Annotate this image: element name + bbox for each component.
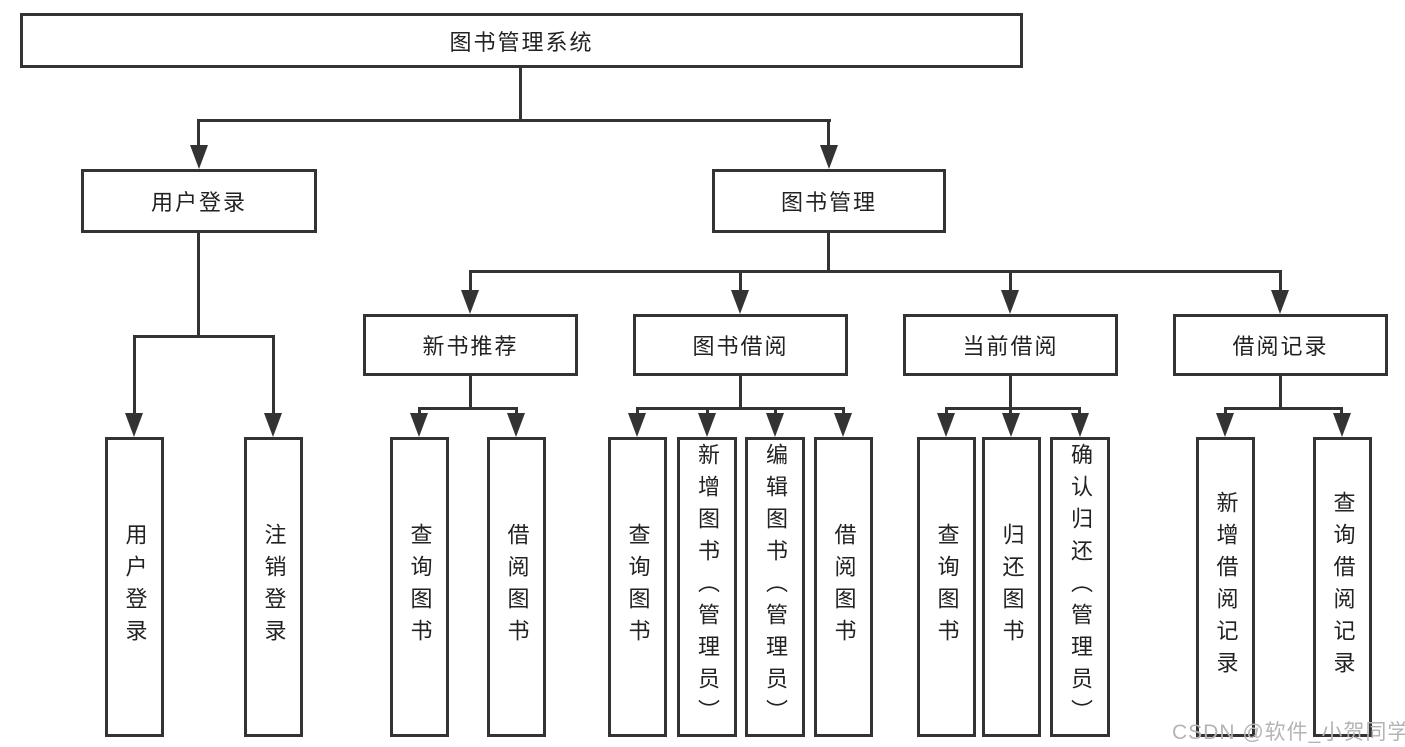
connector-vline <box>1224 407 1227 415</box>
arrow-down-icon <box>698 413 716 437</box>
connector-hline <box>636 407 844 410</box>
leaf-label: 用户登录 <box>122 523 148 651</box>
leaf-user-login: 用户登录 <box>105 437 164 737</box>
connector-vline <box>1279 270 1282 292</box>
node-library-management-system: 图书管理系统 <box>20 13 1023 68</box>
node-book-borrowing: 图书借阅 <box>633 314 848 376</box>
arrow-down-icon <box>1001 290 1019 314</box>
arrow-down-icon <box>1271 290 1289 314</box>
leaf-logout: 注销登录 <box>244 437 303 737</box>
connector-vline <box>827 233 830 272</box>
node-new-book-recommendation: 新书推荐 <box>363 314 578 376</box>
connector-vline <box>133 335 136 415</box>
arrow-down-icon <box>937 413 955 437</box>
connector-vline <box>842 407 845 415</box>
connector-vline <box>774 407 777 415</box>
leaf-add-borrow-record: 新增借阅记录 <box>1196 437 1255 737</box>
leaf-label: 新增图书（管理员） <box>695 443 720 731</box>
arrow-down-icon <box>190 145 208 169</box>
connector-vline <box>519 68 522 121</box>
connector-vline <box>1009 270 1012 292</box>
arrow-down-icon <box>507 413 525 437</box>
connector-vline <box>739 270 742 292</box>
node-user-login: 用户登录 <box>81 169 317 233</box>
connector-vline <box>197 119 200 149</box>
connector-vline <box>469 270 472 292</box>
connector-hline <box>133 335 275 338</box>
connector-hline <box>469 270 1282 273</box>
arrow-down-icon <box>125 413 143 437</box>
arrow-down-icon <box>461 290 479 314</box>
arrow-down-icon <box>1216 413 1234 437</box>
connector-vline <box>945 407 948 415</box>
connector-hline <box>418 407 517 410</box>
leaf-label: 借阅图书 <box>831 523 857 651</box>
leaf-query-books-recommend: 查询图书 <box>390 437 449 737</box>
arrow-down-icon <box>820 145 838 169</box>
leaf-label: 查询借阅记录 <box>1330 491 1356 683</box>
connector-hline <box>1224 407 1343 410</box>
connector-vline <box>515 407 518 415</box>
node-book-management: 图书管理 <box>712 169 946 233</box>
connector-vline <box>739 376 742 409</box>
connector-vline <box>1078 407 1081 415</box>
connector-vline <box>1009 407 1012 415</box>
arrow-down-icon <box>766 413 784 437</box>
connector-vline <box>827 119 830 149</box>
leaf-label: 查询图书 <box>934 523 960 651</box>
leaf-label: 查询图书 <box>407 523 433 651</box>
leaf-edit-books-admin: 编辑图书（管理员） <box>745 437 805 737</box>
leaf-query-books-current: 查询图书 <box>917 437 976 737</box>
connector-hline <box>198 119 831 122</box>
leaf-label: 注销登录 <box>261 523 287 651</box>
connector-vline <box>197 233 200 337</box>
leaf-label: 编辑图书（管理员） <box>763 443 788 731</box>
leaf-label: 新增借阅记录 <box>1213 491 1239 683</box>
leaf-query-books-borrowing: 查询图书 <box>608 437 667 737</box>
node-current-borrowing: 当前借阅 <box>903 314 1118 376</box>
connector-vline <box>1009 376 1012 409</box>
leaf-label: 借阅图书 <box>504 523 530 651</box>
leaf-label: 确认归还（管理员） <box>1068 443 1093 731</box>
leaf-add-books-admin: 新增图书（管理员） <box>677 437 737 737</box>
arrow-down-icon <box>264 413 282 437</box>
arrow-down-icon <box>410 413 428 437</box>
connector-vline <box>1279 376 1282 409</box>
leaf-label: 查询图书 <box>625 523 651 651</box>
connector-hline <box>945 407 1081 410</box>
arrow-down-icon <box>1002 413 1020 437</box>
connector-vline <box>272 335 275 415</box>
watermark: CSDN @软件_小贺同学 <box>1172 721 1405 744</box>
connector-vline <box>1340 407 1343 415</box>
connector-vline <box>418 407 421 415</box>
connector-vline <box>636 407 639 415</box>
node-borrowing-records: 借阅记录 <box>1173 314 1388 376</box>
leaf-return-books: 归还图书 <box>982 437 1041 737</box>
arrow-down-icon <box>1071 413 1089 437</box>
connector-vline <box>469 376 472 409</box>
leaf-label: 归还图书 <box>999 523 1025 651</box>
leaf-borrow-books-recommend: 借阅图书 <box>487 437 546 737</box>
arrow-down-icon <box>1333 413 1351 437</box>
arrow-down-icon <box>628 413 646 437</box>
leaf-confirm-return-admin: 确认归还（管理员） <box>1050 437 1110 737</box>
leaf-borrow-books-borrowing: 借阅图书 <box>814 437 873 737</box>
leaf-query-borrow-record: 查询借阅记录 <box>1313 437 1372 737</box>
arrow-down-icon <box>731 290 749 314</box>
connector-vline <box>706 407 709 415</box>
arrow-down-icon <box>834 413 852 437</box>
